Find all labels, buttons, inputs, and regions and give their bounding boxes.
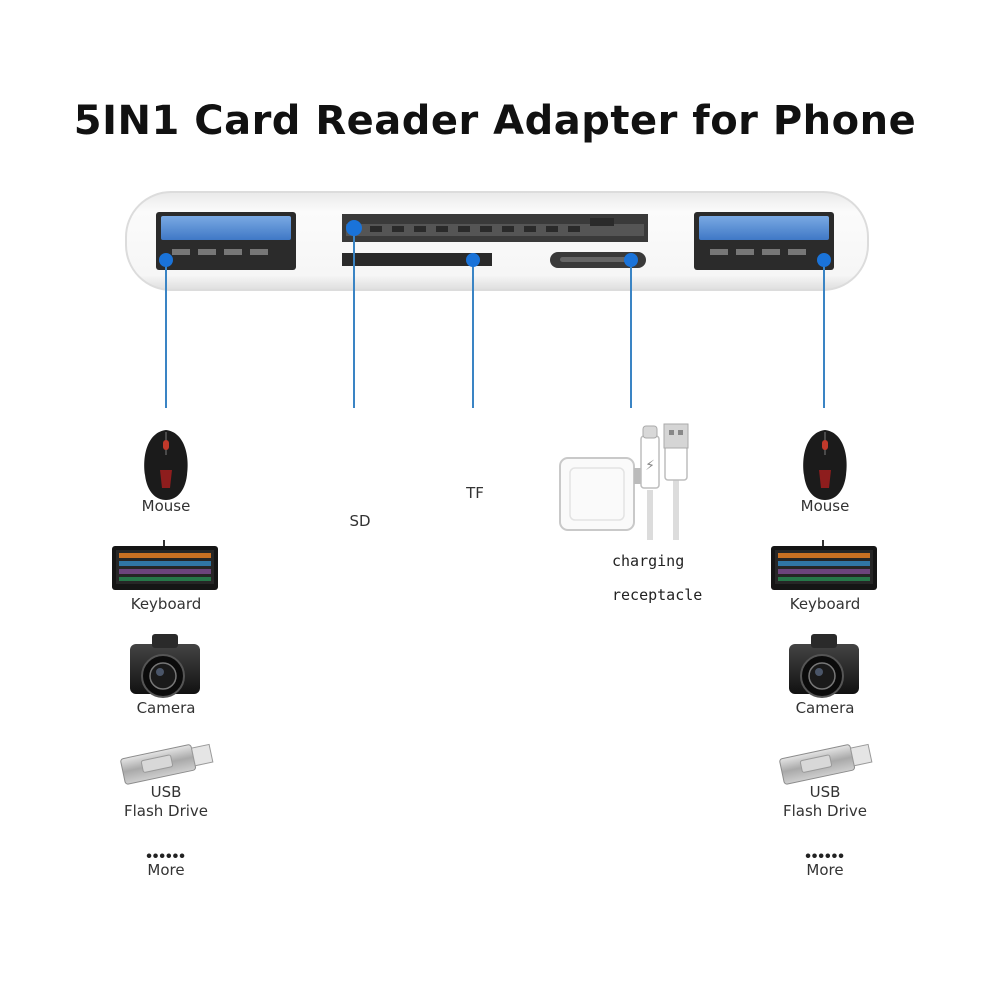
left-usb-label-line1: USB: [150, 783, 182, 801]
left-mouse-label: Mouse: [141, 497, 191, 515]
left-keyboard-label: Keyboard: [130, 595, 202, 613]
right-mouse-label: Mouse: [800, 497, 850, 515]
right-usb-label-line2: Flash Drive: [782, 802, 868, 820]
right-mouse-icon: [803, 430, 847, 500]
left-keyboard-icon: [112, 540, 218, 590]
usb-c-cable-icon: ⚡: [640, 423, 689, 540]
svg-text:⚡: ⚡: [645, 458, 655, 474]
dot-charging: [624, 253, 638, 267]
sd-label: SD: [349, 512, 371, 530]
dot-sd: [346, 220, 362, 236]
left-usb-port: [156, 212, 296, 270]
right-keyboard-label: Keyboard: [789, 595, 861, 613]
sd-card-slot: [342, 214, 648, 242]
left-mouse-icon: [144, 430, 188, 500]
page-title: 5IN1 Card Reader Adapter for Phone: [73, 98, 917, 144]
callout-dots: [159, 220, 831, 267]
left-more-label: More: [147, 861, 185, 879]
tf-label: TF: [466, 484, 484, 502]
charging-label-line2: receptacle: [612, 586, 703, 604]
callout-lines: [165, 228, 825, 408]
left-camera-label: Camera: [136, 699, 196, 717]
right-usb-flash-drive-icon: [779, 743, 873, 785]
right-usb-port: [694, 212, 834, 270]
right-usb-label-line1: USB: [809, 783, 841, 801]
left-camera-icon: [130, 634, 200, 698]
tf-card-slot: [342, 253, 492, 266]
right-keyboard-icon: [771, 540, 877, 590]
left-more-dots: ••••••: [146, 848, 186, 865]
dot-tf: [466, 253, 480, 267]
usb-c-charging-port: [550, 252, 646, 268]
charging-label-line1: charging: [612, 552, 685, 570]
right-camera-icon: [789, 634, 859, 698]
left-usb-flash-drive-icon: [120, 743, 214, 785]
power-adapter-icon: [559, 457, 644, 531]
right-more-label: More: [806, 861, 844, 879]
dot-right-usb: [817, 253, 831, 267]
right-more-dots: ••••••: [805, 848, 845, 865]
left-usb-label-line2: Flash Drive: [123, 802, 209, 820]
dot-left-usb: [159, 253, 173, 267]
right-camera-label: Camera: [795, 699, 855, 717]
